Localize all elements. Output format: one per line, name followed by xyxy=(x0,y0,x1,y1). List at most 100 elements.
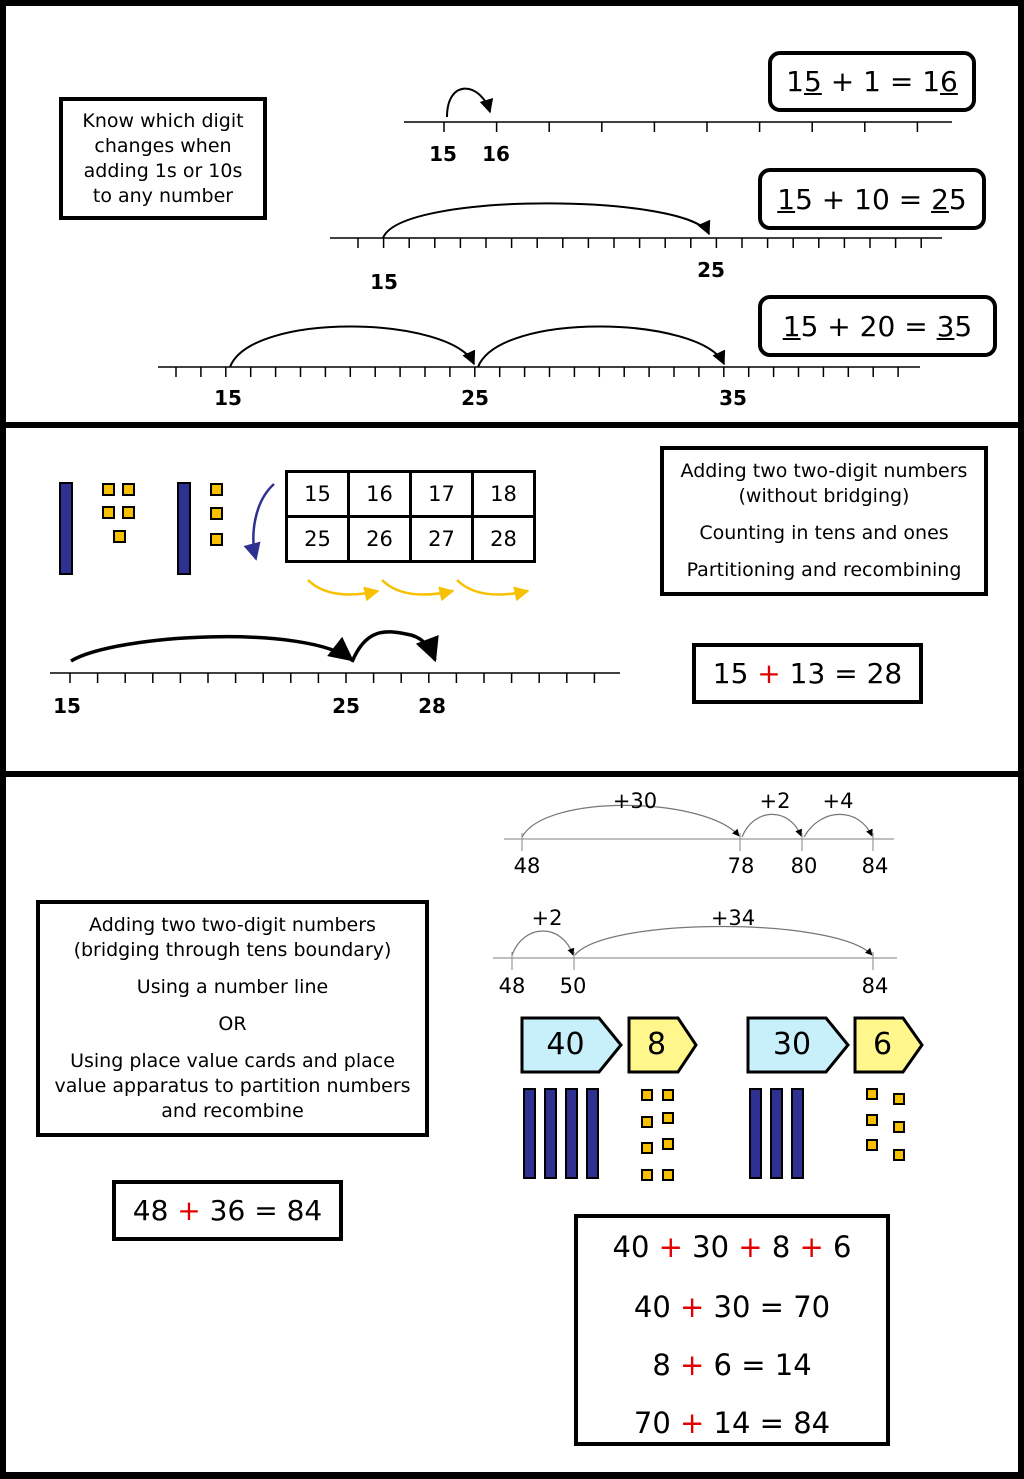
jump-arrow-plus-10-a xyxy=(229,325,476,368)
tens-rod-2 xyxy=(177,482,191,575)
equation-3: 15 + 20 = 35 xyxy=(782,309,973,343)
jump-arrow-plus-10 xyxy=(70,634,354,663)
note-line-number-line: Using a number line xyxy=(136,976,329,998)
equation-box-1: 15 + 1 = 16 xyxy=(768,51,976,112)
line-label-15: 15 xyxy=(53,694,81,718)
grid-cell: 16 xyxy=(347,470,412,518)
number-line-2a-ticks xyxy=(69,673,596,683)
jump-arrow-plus-1 xyxy=(446,87,494,118)
note-line-counting: Counting in tens and ones xyxy=(699,522,949,544)
hundred-square-fragment: 15 16 17 18 25 26 27 28 xyxy=(285,470,536,563)
ones-cube xyxy=(102,483,115,496)
note-title: Adding two two-digit numbers xyxy=(89,914,376,936)
place-value-card-40: 40 xyxy=(546,1027,585,1062)
equation-1: 15 + 1 = 16 xyxy=(786,65,958,98)
jump-label-plus-34: +34 xyxy=(710,906,756,930)
grid-cell: 27 xyxy=(409,515,474,563)
ones-cubes-6 xyxy=(866,1088,905,1161)
line-label-84: 84 xyxy=(861,854,889,878)
panel-adding-with-bridging: +30 +2 +4 48 78 80 84 +2 +34 48 50 84 40… xyxy=(6,777,1018,1472)
jump-label-plus-2: +2 xyxy=(759,789,791,813)
card-6-shape xyxy=(853,1016,924,1074)
equation-box-48-36: 48 + 36 = 84 xyxy=(112,1180,343,1241)
line1-label-15: 15 xyxy=(429,142,457,166)
note-with-bridging: Adding two two-digit numbers (bridging t… xyxy=(36,900,429,1137)
jump-label-plus-30: +30 xyxy=(612,789,658,813)
line-label-48b: 48 xyxy=(498,974,526,998)
jump-plus-2 xyxy=(741,813,803,838)
equation-15-13: 15 + 13 = 28 xyxy=(712,657,903,690)
equation-2: 15 + 10 = 25 xyxy=(777,182,967,216)
line-label-48: 48 xyxy=(513,854,541,878)
note-line-partitioning: Partitioning and recombining xyxy=(686,559,962,581)
tens-rod xyxy=(544,1088,557,1179)
sum-partitioned: 40 + 30 + 8 + 6 xyxy=(612,1230,852,1264)
line-label-28: 28 xyxy=(418,694,446,718)
note-digit-changes: Know which digit changes when adding 1s … xyxy=(59,97,267,220)
tens-rod xyxy=(565,1088,578,1179)
line-label-80: 80 xyxy=(790,854,818,878)
panel3-drawing xyxy=(493,804,924,1276)
grid-cell: 25 xyxy=(285,515,350,563)
grid-cell: 15 xyxy=(285,470,350,518)
card-40-shape xyxy=(520,1016,623,1074)
place-value-card-8: 8 xyxy=(646,1027,667,1062)
sum-ones: 8 + 6 = 14 xyxy=(652,1348,812,1382)
sum-tens: 40 + 30 = 70 xyxy=(633,1290,831,1324)
line3-label-15: 15 xyxy=(214,386,242,410)
note-subtitle: (bridging through tens boundary) xyxy=(73,939,392,961)
tens-rod-1 xyxy=(59,482,73,575)
line2-label-25: 25 xyxy=(697,258,725,282)
jump-plus-4 xyxy=(803,813,873,838)
ones-cube xyxy=(210,533,223,546)
note-line-place-value: Using place value cards and place value … xyxy=(54,1050,411,1122)
number-line-2-ticks xyxy=(357,238,922,248)
yellow-arrow-3 xyxy=(456,579,530,602)
jump-plus-2b xyxy=(511,930,575,956)
tens-rod xyxy=(749,1088,762,1179)
equation-box-15-13: 15 + 13 = 28 xyxy=(692,643,923,704)
note-title: Adding two two-digit numbers xyxy=(680,460,968,482)
number-line-1-ticks xyxy=(443,122,919,132)
line2-label-15: 15 xyxy=(370,270,398,294)
grid-cell: 28 xyxy=(471,515,536,563)
note-without-bridging: Adding two two-digit numbers (without br… xyxy=(660,446,988,596)
grid-cell: 17 xyxy=(409,470,474,518)
ones-cubes-8 xyxy=(641,1089,674,1181)
panel2-drawing xyxy=(50,482,620,683)
equation-box-3: 15 + 20 = 35 xyxy=(758,295,997,357)
number-line-3-ticks xyxy=(175,367,899,377)
panel1-drawing xyxy=(158,87,952,377)
ones-cube xyxy=(102,506,115,519)
tens-rod xyxy=(791,1088,804,1179)
jump-label-plus-2b: +2 xyxy=(531,906,563,930)
equation-48-36: 48 + 36 = 84 xyxy=(132,1194,323,1227)
line3-label-35: 35 xyxy=(719,386,747,410)
place-value-card-30: 30 xyxy=(772,1027,812,1062)
grid-row-1: 15 16 17 18 xyxy=(285,470,536,518)
card-8-shape xyxy=(627,1016,698,1074)
ones-cube xyxy=(113,530,126,543)
note-text: Know which digit changes when adding 1s … xyxy=(82,109,244,207)
line3-label-25: 25 xyxy=(461,386,489,410)
blue-down-arrow xyxy=(243,483,275,561)
line-label-25: 25 xyxy=(332,694,360,718)
ones-cube xyxy=(122,483,135,496)
panel-adding-without-bridging: 15 16 17 18 25 26 27 28 Adding two two-d… xyxy=(6,428,1018,771)
jump-arrow-plus-10-b xyxy=(477,325,726,368)
jump-plus-34 xyxy=(574,925,873,956)
ones-cube xyxy=(210,507,223,520)
tens-rod xyxy=(523,1088,536,1179)
place-value-card-6: 6 xyxy=(872,1027,893,1062)
note-or: OR xyxy=(218,1013,247,1035)
yellow-arrow-1 xyxy=(307,579,380,602)
yellow-arrow-2 xyxy=(381,579,455,602)
card-30-shape xyxy=(746,1016,850,1074)
line-label-50: 50 xyxy=(559,974,587,998)
tens-rod xyxy=(586,1088,599,1179)
jump-label-plus-4: +4 xyxy=(822,789,854,813)
jump-plus-30 xyxy=(521,804,740,838)
note-subtitle: (without bridging) xyxy=(738,485,910,507)
jump-arrow-plus-3 xyxy=(350,630,439,663)
recombine-box: 40 + 30 + 8 + 6 40 + 30 = 70 8 + 6 = 14 … xyxy=(574,1214,890,1446)
